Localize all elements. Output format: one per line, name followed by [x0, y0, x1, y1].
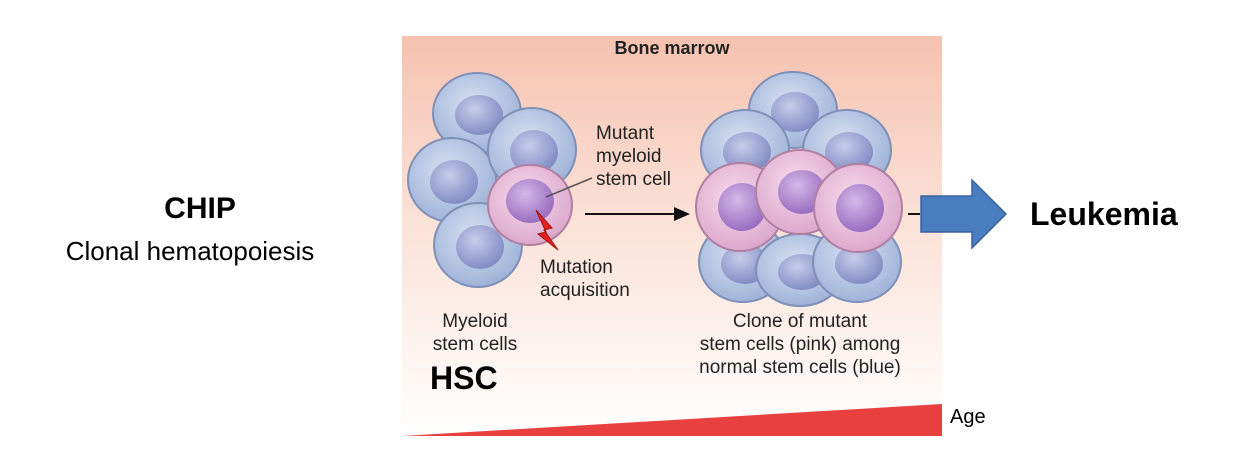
chip-subtitle: Clonal hematopoiesis [65, 236, 315, 266]
mutation-label: Mutation acquisition [540, 257, 630, 301]
leukemia-label: Leukemia [1030, 196, 1178, 232]
mutant-label: Mutant myeloid stem cell [596, 123, 671, 190]
bone-marrow-title: Bone marrow [614, 38, 730, 58]
mutant-cell [487, 164, 573, 246]
clone-label: Clone of mutant stem cells (pink) among … [699, 311, 901, 378]
mutant-cell [813, 163, 903, 253]
myeloid-label: Myeloid stem cells [432, 311, 518, 355]
progression-arrowhead [674, 207, 690, 221]
hsc-label: HSC [430, 360, 498, 396]
age-wedge [402, 404, 942, 436]
leukemia-arrow-icon [920, 178, 1008, 250]
lightning-icon [535, 209, 559, 251]
age-label: Age [950, 406, 986, 428]
chip-title: CHIP [164, 192, 236, 225]
mutant-pointer-line [545, 177, 593, 198]
